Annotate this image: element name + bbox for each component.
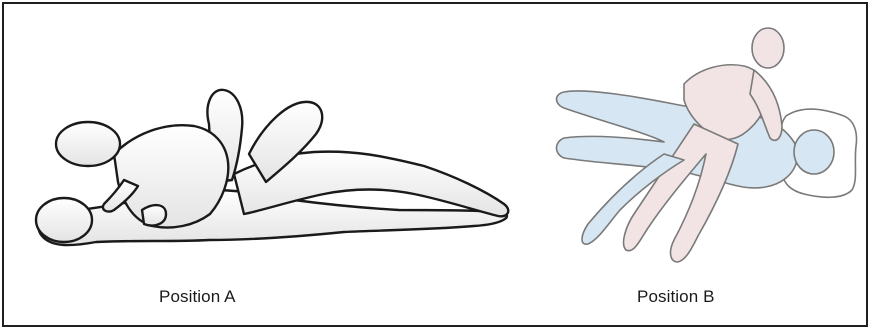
figure-frame: Position A Positio — [2, 2, 868, 327]
caption-position-b: Position B — [637, 287, 715, 307]
caption-position-a: Position A — [159, 287, 236, 307]
upper-figure-head — [752, 28, 784, 68]
lower-figure-head — [794, 130, 834, 174]
upper-figure-torso — [114, 125, 228, 227]
upper-figure-head — [56, 122, 120, 166]
position-a-illustration — [4, 4, 524, 284]
panel-position-a: Position A — [4, 4, 524, 325]
hand — [142, 205, 166, 225]
position-b-illustration — [524, 4, 866, 284]
panel-position-b: Position B — [524, 4, 866, 325]
lower-figure-head — [36, 198, 92, 242]
